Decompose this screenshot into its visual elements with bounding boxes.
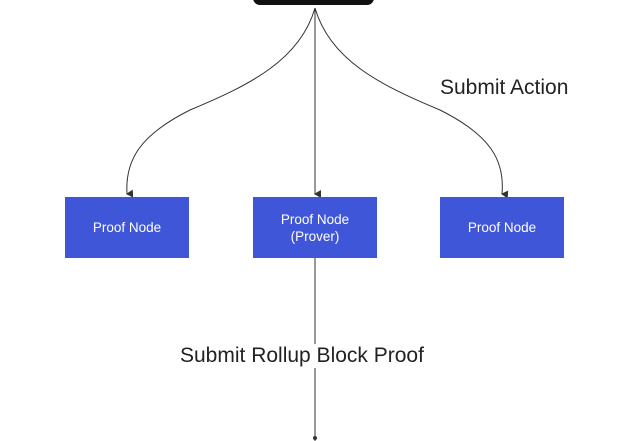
proof-node-right: Proof Node [440, 197, 564, 258]
edge-endpoint [313, 436, 317, 440]
submit-rollup-block-proof-label: Submit Rollup Block Proof [179, 344, 425, 368]
edge-top-to-left-node [126, 7, 316, 198]
top-source-node [253, 0, 374, 5]
proof-node-prover-sublabel: (Prover) [290, 228, 340, 244]
proof-node-right-label: Proof Node [467, 220, 537, 235]
proof-node-prover-label: Proof Node [280, 211, 350, 227]
proof-node-left: Proof Node [65, 197, 189, 258]
edge-top-to-right-node [314, 7, 509, 199]
submit-action-label: Submit Action [440, 76, 569, 99]
proof-node-left-label: Proof Node [92, 220, 162, 235]
proof-node-prover: Proof Node (Prover) [253, 197, 377, 258]
